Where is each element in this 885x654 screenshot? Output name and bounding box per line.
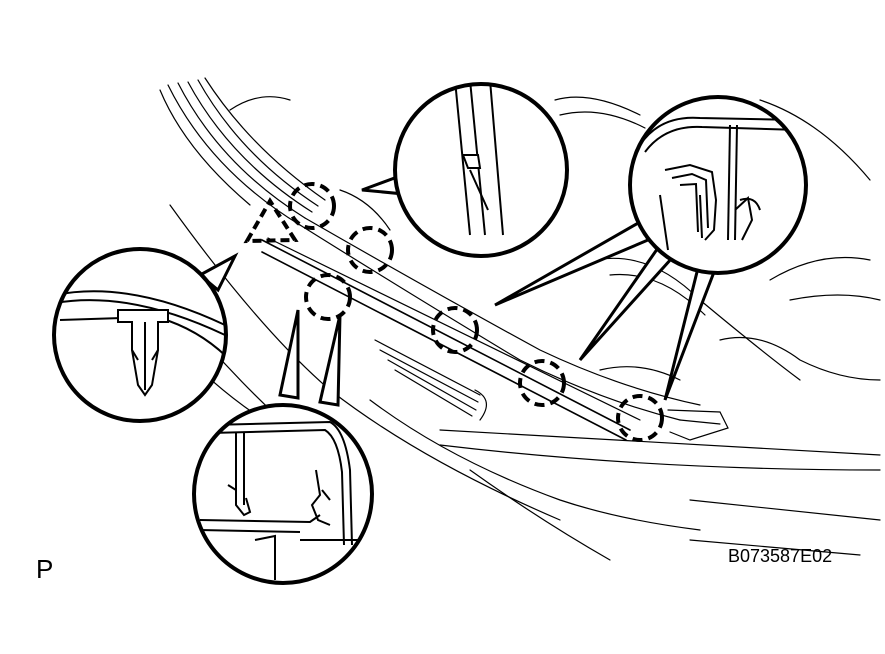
callout-pointers — [197, 173, 717, 407]
detail-view-right — [628, 95, 808, 275]
dashed-circle-icon — [518, 359, 566, 407]
figure-code: B073587E02 — [728, 546, 833, 566]
detail-view-left — [52, 247, 228, 423]
detail-view-top — [393, 82, 569, 258]
clip-location-markers — [288, 182, 664, 442]
vehicle-body-outline — [159, 77, 881, 561]
dashed-circle-icon — [616, 394, 664, 442]
view-direction-label: P — [36, 554, 54, 584]
dashed-circle-icon — [431, 306, 479, 354]
dashed-circle-icon — [346, 226, 394, 274]
triangle-marker-icon — [243, 197, 299, 244]
dashed-circle-icon — [288, 182, 336, 230]
detail-view-bottom — [192, 403, 374, 585]
dashed-circle-icon — [304, 273, 352, 321]
